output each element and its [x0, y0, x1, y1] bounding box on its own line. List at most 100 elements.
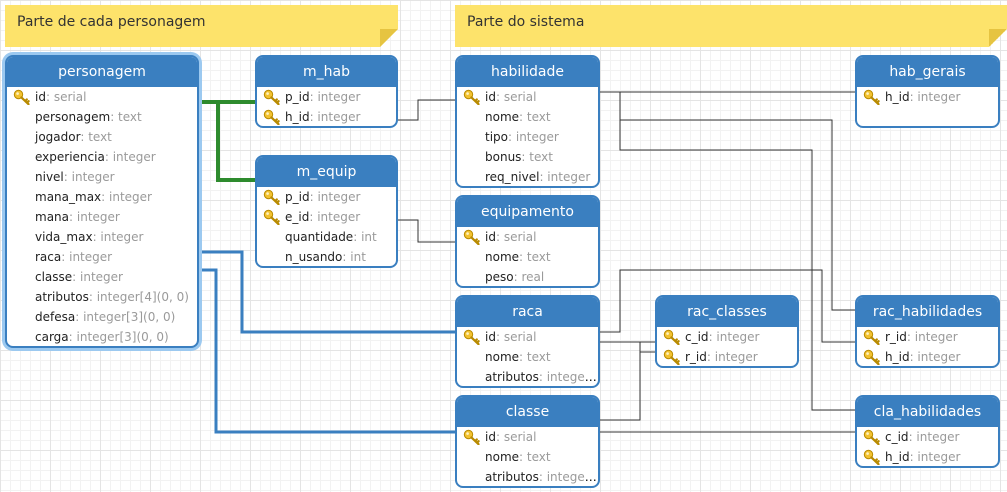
column-type: real [521, 270, 545, 284]
column-separator: : [45, 90, 54, 104]
table-row[interactable]: jogador: text [7, 127, 197, 147]
table-row[interactable]: carga: integer[3](0, 0) [7, 327, 197, 346]
key-icon [863, 89, 881, 106]
table-row[interactable]: n_usando: int [257, 247, 396, 266]
table-row[interactable]: nome: text [457, 347, 598, 367]
column-name: c_id [885, 430, 909, 444]
link-raca-rac-classes [600, 269, 855, 343]
table-row[interactable]: h_id: integer [857, 447, 998, 466]
column-name: id [485, 430, 496, 444]
key-icon [463, 329, 481, 346]
link-personagem-m-equip [200, 100, 255, 182]
table-row[interactable]: h_id: integer [857, 347, 998, 366]
column-separator: : [538, 470, 547, 484]
table-row[interactable]: c_id: integer [857, 427, 998, 447]
table-row[interactable]: c_id: integer [657, 327, 797, 347]
column-type: int [350, 250, 366, 264]
column-separator: : [63, 170, 72, 184]
table-row[interactable]: bonus: text [457, 147, 598, 167]
table-row[interactable]: nome: text [457, 247, 598, 267]
table-row[interactable]: quantidade: int [257, 227, 396, 247]
column-type: integer [80, 270, 123, 284]
table-row[interactable]: e_id: integer [257, 207, 396, 227]
table-row[interactable]: h_id: integer [857, 87, 998, 107]
table-row[interactable]: r_id: integer [657, 347, 797, 366]
table-row[interactable]: nivel: integer [7, 167, 197, 187]
table-row[interactable]: id: serial [457, 327, 598, 347]
column-separator: : [101, 190, 110, 204]
column-type: integer [317, 210, 361, 224]
link-m-hab-habilidade [398, 99, 455, 121]
column-name: h_id [885, 350, 910, 364]
note-left[interactable]: Parte de cada personagem [5, 5, 398, 47]
table-row[interactable]: p_id: integer [257, 187, 396, 207]
link-raca-rac-classes-r [600, 341, 655, 353]
key-icon [263, 189, 281, 206]
column-separator: : [706, 350, 715, 364]
table-row[interactable]: mana_max: integer [7, 187, 197, 207]
table-row[interactable]: nome: text [457, 107, 598, 127]
note-left-text: Parte de cada personagem [17, 14, 206, 30]
link-classe-rac-classes [600, 341, 655, 421]
column-type: text [526, 250, 551, 264]
column-name: r_id [685, 350, 707, 364]
table-row[interactable]: tipo: integer [457, 127, 598, 147]
table-row[interactable]: defesa: integer[3](0, 0) [7, 307, 197, 327]
column-name: h_id [285, 110, 310, 124]
column-type: integer [917, 90, 961, 104]
column-type: integer [317, 110, 361, 124]
column-separator: : [75, 310, 84, 324]
table-row[interactable]: id: serial [7, 87, 197, 107]
column-separator: : [495, 230, 504, 244]
table-row[interactable]: experiencia: integer [7, 147, 197, 167]
column-type: integer [109, 190, 152, 204]
key-icon [263, 89, 281, 106]
column-type: integer [71, 170, 115, 184]
table-row[interactable]: atributos: integer[4](0, 0) [7, 287, 197, 307]
table-row[interactable]: classe: integer [7, 267, 197, 287]
table-row[interactable]: h_id: integer [257, 107, 396, 126]
column-type: integer [917, 350, 961, 364]
table-row[interactable]: nome: text [457, 447, 598, 467]
column-type: integer[4](0, 0) [96, 290, 189, 304]
table-row[interactable]: atributos: integer... [457, 467, 598, 486]
column-type: integer [76, 210, 120, 224]
column-name: id [485, 90, 496, 104]
column-name: mana [35, 210, 70, 224]
column-type: integer [716, 330, 760, 344]
table-hab-gerais[interactable]: hab_gerais h_id: integer [855, 55, 1000, 128]
column-name: req_nivel [485, 170, 540, 184]
table-row[interactable]: p_id: integer [257, 87, 396, 107]
table-row[interactable]: raca: integer [7, 247, 197, 267]
table-row[interactable]: req_nivel: integer [457, 167, 598, 186]
key-icon [263, 109, 281, 126]
table-row[interactable]: r_id: integer [857, 327, 998, 347]
key-icon [663, 329, 681, 346]
table-row[interactable]: mana: integer [7, 207, 197, 227]
column-name: carga [35, 330, 69, 344]
table-row[interactable]: id: serial [457, 427, 598, 447]
table-header: cla_habilidades [857, 397, 998, 427]
key-icon [463, 89, 481, 106]
table-row[interactable]: vida_max: integer [7, 227, 197, 247]
column-name: n_usando [285, 250, 343, 264]
table-row[interactable]: peso: real [457, 267, 598, 286]
column-type: text [118, 110, 142, 124]
table-header: hab_gerais [857, 57, 998, 87]
table-row[interactable]: personagem: text [7, 107, 197, 127]
table-row[interactable]: id: serial [457, 87, 598, 107]
column-type: integer... [546, 370, 598, 384]
table-row[interactable]: id: serial [457, 227, 598, 247]
table-row[interactable]: atributos: integer... [457, 367, 598, 386]
column-type: serial [503, 230, 537, 244]
